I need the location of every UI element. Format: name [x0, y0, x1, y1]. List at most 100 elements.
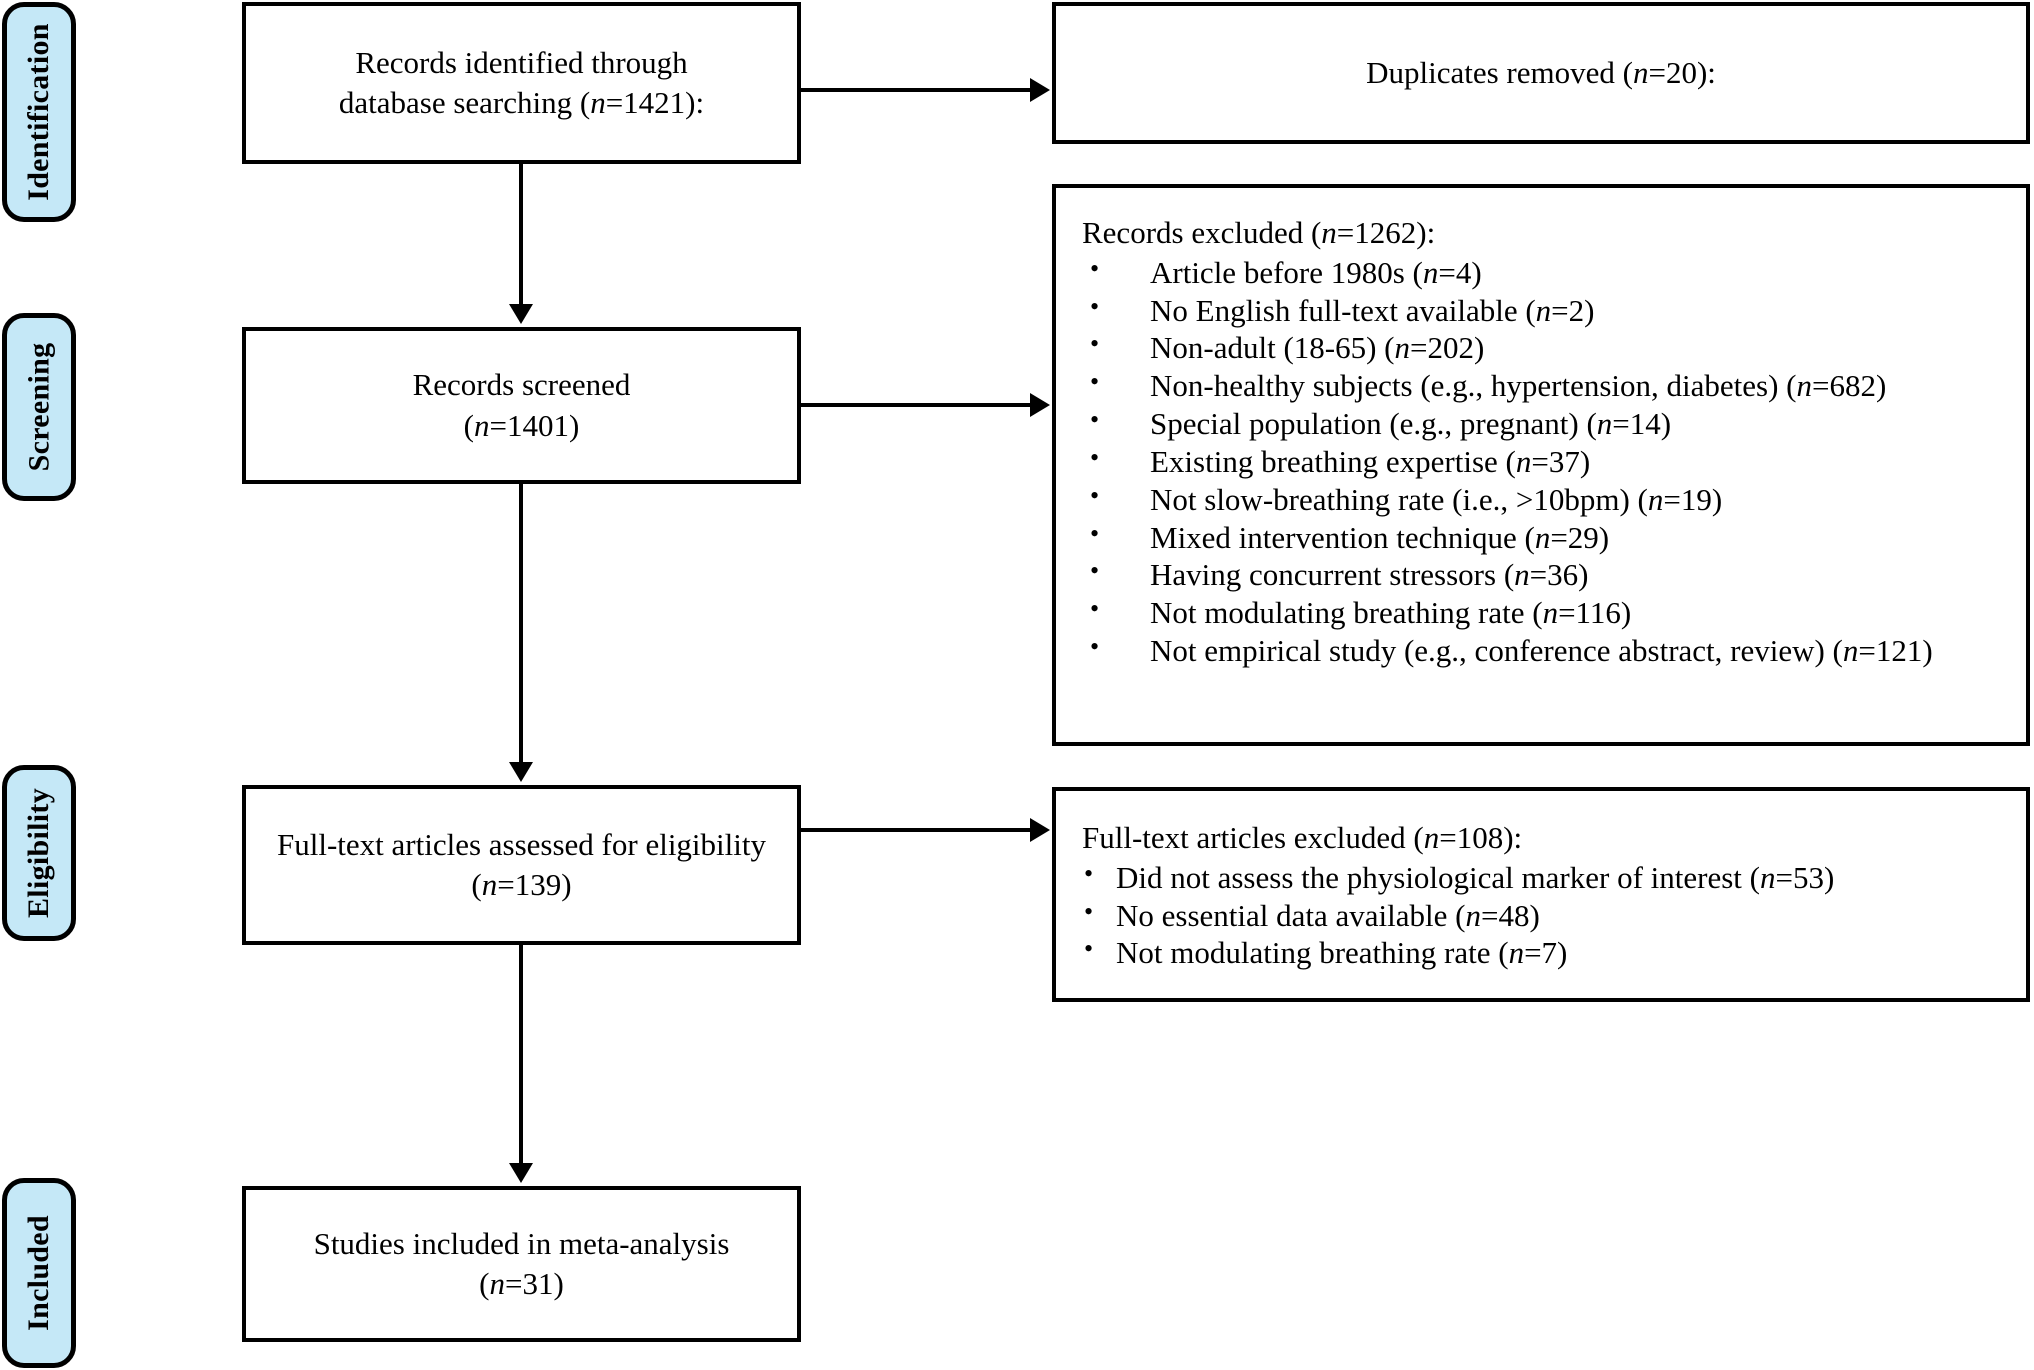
reason-n-var: n — [1508, 935, 1525, 971]
list-item: Having concurrent stressors (n=36) — [1082, 555, 2012, 594]
records-identified-line2-pre: database searching ( — [338, 85, 591, 120]
arrow-screened-to-records-excluded — [1030, 393, 1050, 417]
reason-text-post: =14) — [1612, 406, 1672, 442]
stage-chip-identification-label: Identification — [22, 23, 56, 201]
reason-text-pre: Non-adult (18-65) ( — [1150, 330, 1395, 366]
list-item: Not modulating breathing rate (n=116) — [1082, 593, 2012, 632]
duplicates-removed-pre: Duplicates removed ( — [1366, 54, 1633, 90]
arrow-identified-to-screened — [509, 304, 533, 324]
reason-text-post: =116) — [1558, 595, 1632, 631]
reason-text-post: =2) — [1551, 292, 1595, 328]
reason-n-var: n — [1759, 859, 1776, 895]
stage-chip-screening-label: Screening — [22, 342, 55, 472]
records-screened-line2-post: =1401) — [489, 407, 580, 443]
fulltext-assessed-line1: Full-text articles assessed for eligibil… — [276, 826, 766, 862]
reason-n-var: n — [1596, 406, 1613, 442]
fulltext-excluded-content: Full-text articles excluded (n=108): Did… — [1056, 791, 2026, 982]
list-item: Did not assess the physiological marker … — [1082, 858, 2012, 897]
connector-identified-to-screened — [519, 164, 523, 306]
reason-n-var: n — [1534, 519, 1551, 555]
list-item: Non-healthy subjects (e.g., hypertension… — [1082, 366, 2012, 405]
reason-text-pre: No essential data available ( — [1116, 897, 1466, 933]
stage-chip-eligibility: Eligibility — [2, 765, 76, 941]
list-item: Article before 1980s (n=4) — [1082, 253, 2012, 292]
list-item: No essential data available (n=48) — [1082, 896, 2012, 935]
reason-text-pre: Article before 1980s ( — [1150, 254, 1423, 290]
fulltext-excluded-heading: Full-text articles excluded (n=108): — [1082, 819, 2012, 857]
reason-text-post: =682) — [1812, 368, 1887, 404]
records-screened-n-var: n — [474, 407, 490, 443]
reason-text-pre: Non-healthy subjects (e.g., hypertension… — [1150, 368, 1797, 404]
stage-chip-identification: Identification — [2, 2, 76, 222]
reason-n-var: n — [1465, 897, 1481, 933]
list-item: Not slow-breathing rate (i.e., >10bpm) (… — [1082, 480, 2012, 519]
reason-text-post: =19) — [1663, 481, 1723, 517]
list-item: Non-adult (18-65) (n=202) — [1082, 328, 2012, 367]
records-identified-n-var: n — [590, 85, 606, 120]
connector-identified-to-duplicates — [801, 88, 1032, 92]
fulltext-excluded-heading-pre: Full-text articles excluded ( — [1082, 820, 1424, 855]
reason-n-var: n — [1535, 292, 1552, 328]
box-studies-included-text: Studies included in meta-analysis (n=31) — [314, 1224, 730, 1305]
records-identified-line1: Records identified through — [355, 44, 688, 80]
box-fulltext-excluded: Full-text articles excluded (n=108): Did… — [1052, 787, 2030, 1002]
reason-n-var: n — [1542, 595, 1559, 631]
reason-text-pre: Mixed intervention technique ( — [1150, 519, 1535, 555]
records-excluded-heading-pre: Records excluded ( — [1082, 215, 1322, 250]
box-duplicates-removed-text: Duplicates removed (n=20): — [1366, 53, 1716, 93]
list-item: Existing breathing expertise (n=37) — [1082, 442, 2012, 481]
box-records-screened-text: Records screened (n=1401) — [413, 365, 631, 446]
stage-chip-screening: Screening — [2, 313, 76, 501]
connector-fulltext-assessed-to-excluded — [801, 828, 1032, 832]
reason-text-post: =7) — [1524, 935, 1568, 971]
arrow-screened-to-fulltext-assessed — [509, 762, 533, 782]
records-excluded-reason-list: Article before 1980s (n=4) No English fu… — [1082, 253, 2012, 670]
stage-chip-included-label: Included — [22, 1215, 55, 1331]
reason-n-var: n — [1515, 443, 1532, 479]
box-duplicates-removed: Duplicates removed (n=20): — [1052, 2, 2030, 144]
reason-text-pre: Not slow-breathing rate (i.e., >10bpm) ( — [1150, 481, 1648, 517]
reason-text-post: =29) — [1550, 519, 1610, 555]
reason-text-post: =37) — [1531, 443, 1591, 479]
reason-text-pre: Not modulating breathing rate ( — [1116, 935, 1509, 971]
studies-included-line2-post: =31) — [505, 1266, 564, 1301]
duplicates-removed-post: =20): — [1648, 54, 1716, 90]
reason-text-post: =53) — [1775, 859, 1835, 895]
reason-n-var: n — [1647, 481, 1664, 517]
fulltext-assessed-line2-post: =139) — [497, 867, 572, 902]
reason-n-var: n — [1514, 557, 1530, 593]
stage-chip-included: Included — [2, 1178, 76, 1368]
connector-screened-to-records-excluded — [801, 403, 1032, 407]
stage-chip-eligibility-label: Eligibility — [22, 788, 55, 918]
fulltext-excluded-heading-post: =108): — [1439, 820, 1523, 855]
reason-n-var: n — [1422, 254, 1439, 290]
reason-text-pre: Not modulating breathing rate ( — [1150, 595, 1543, 631]
reason-text-pre: No English full-text available ( — [1150, 292, 1536, 328]
fulltext-excluded-heading-n-var: n — [1423, 820, 1440, 855]
fulltext-assessed-line2-pre: ( — [471, 867, 482, 902]
reason-text-post: =202) — [1410, 330, 1485, 366]
list-item: No English full-text available (n=2) — [1082, 291, 2012, 330]
box-records-identified: Records identified through database sear… — [242, 2, 801, 164]
reason-text-post: =121) — [1858, 632, 1933, 668]
list-item: Not empirical study (e.g., conference ab… — [1082, 631, 2012, 670]
arrow-identified-to-duplicates — [1030, 78, 1050, 102]
records-excluded-heading: Records excluded (n=1262): — [1082, 214, 2012, 252]
box-records-identified-text: Records identified through database sear… — [339, 43, 704, 124]
box-records-excluded: Records excluded (n=1262): Article befor… — [1052, 184, 2030, 746]
reason-n-var: n — [1842, 632, 1859, 668]
studies-included-line1: Studies included in meta-analysis — [313, 1225, 730, 1261]
reason-text-post: =36) — [1529, 557, 1589, 593]
box-fulltext-assessed-text: Full-text articles assessed for eligibil… — [277, 825, 766, 906]
records-excluded-content: Records excluded (n=1262): Article befor… — [1056, 188, 2026, 680]
reason-text-post: =48) — [1480, 897, 1540, 933]
reason-n-var: n — [1394, 330, 1411, 366]
reason-text-post: =4) — [1438, 254, 1482, 290]
arrow-fulltext-assessed-to-excluded — [1030, 818, 1050, 842]
reason-text-pre: Did not assess the physiological marker … — [1116, 859, 1760, 895]
fulltext-excluded-reason-list: Did not assess the physiological marker … — [1082, 858, 2012, 972]
list-item: Not modulating breathing rate (n=7) — [1082, 933, 2012, 972]
records-excluded-heading-post: =1262): — [1336, 215, 1436, 250]
records-excluded-heading-n-var: n — [1321, 215, 1337, 250]
